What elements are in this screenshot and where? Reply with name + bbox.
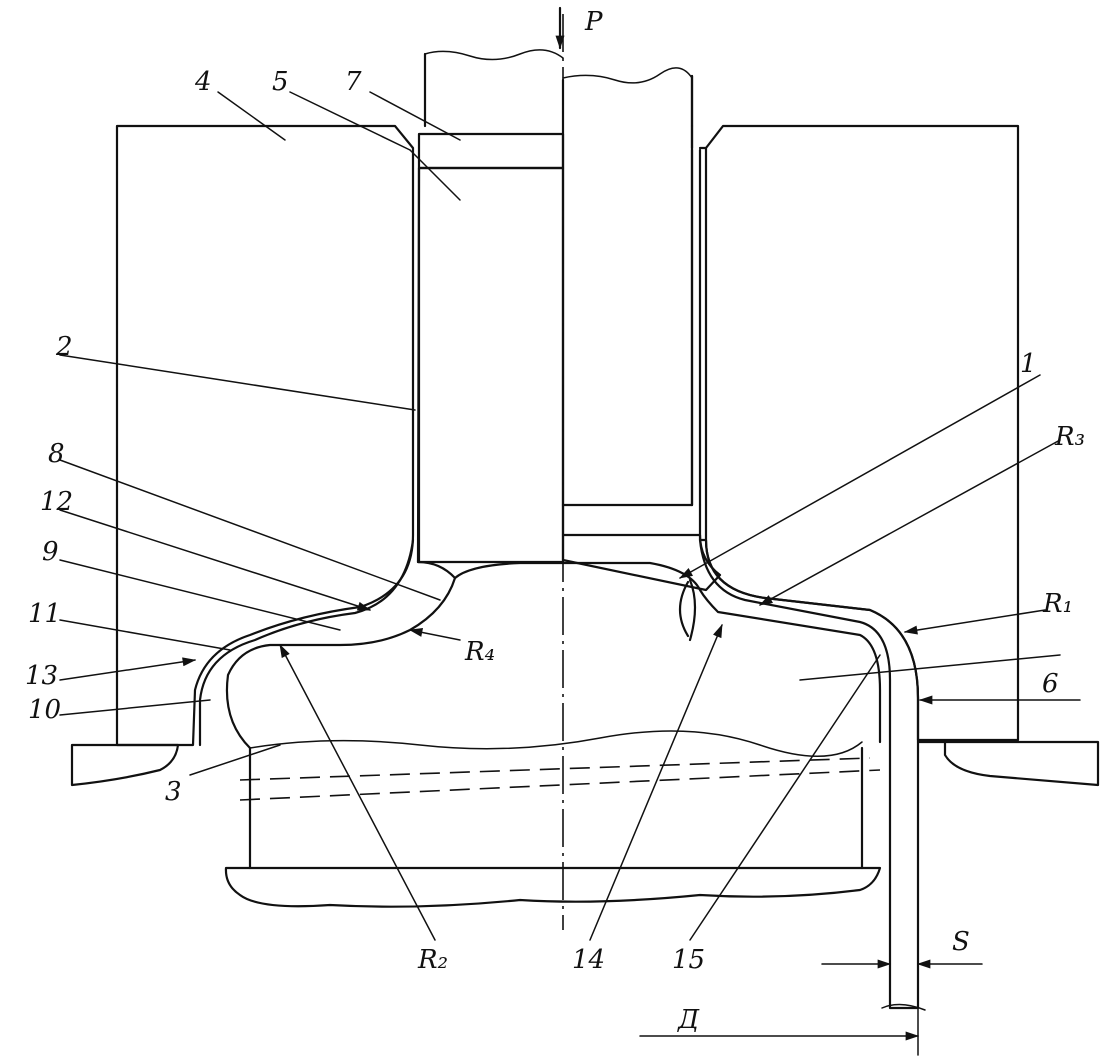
callout-14: 14 [572,945,605,975]
callout-12: 12 [40,487,73,517]
callout-1: 1 [1020,349,1037,379]
blank-lower-profile [198,538,415,747]
callout-4: 4 [194,67,212,97]
radius-r2: R₂ [417,945,448,975]
thickness-label: S [952,927,970,957]
radius-labels: R₁ R₂ R₃ R₄ [417,422,1085,975]
force-label: P [584,7,603,37]
right-die-body [704,124,1020,742]
callout-7: 7 [345,67,362,97]
callout-3: 3 [165,777,182,807]
callout-11: 11 [28,599,61,629]
callout-2: 2 [55,332,73,362]
base-left [70,743,180,787]
callout-numbers: 4 5 7 2 1 8 12 9 11 13 10 3 6 14 15 [25,67,1059,975]
diameter-label: Д [677,1005,700,1035]
plunger-rod [423,52,694,507]
inner-blank-curve [225,576,457,750]
callout-10: 10 [28,695,61,725]
radius-r1: R₁ [1042,589,1073,619]
callout-15: 15 [672,945,705,975]
punch-body [416,166,565,564]
radius-r4: R₄ [464,637,495,667]
leader-lines [59,91,1081,941]
callout-8: 8 [48,439,65,469]
callout-5: 5 [272,67,289,97]
radius-r3: R₃ [1054,422,1085,452]
callout-6: 6 [1042,669,1059,699]
diameter-dimension: Д [639,1005,920,1056]
thickness-dimension: S [821,927,983,969]
pressure-plate [417,132,565,170]
callout-9: 9 [42,537,59,567]
container-bottom [224,866,882,908]
left-die-body [115,124,415,747]
callout-13: 13 [25,661,58,691]
workpiece-wall [698,538,920,1010]
base-right [943,740,1100,787]
